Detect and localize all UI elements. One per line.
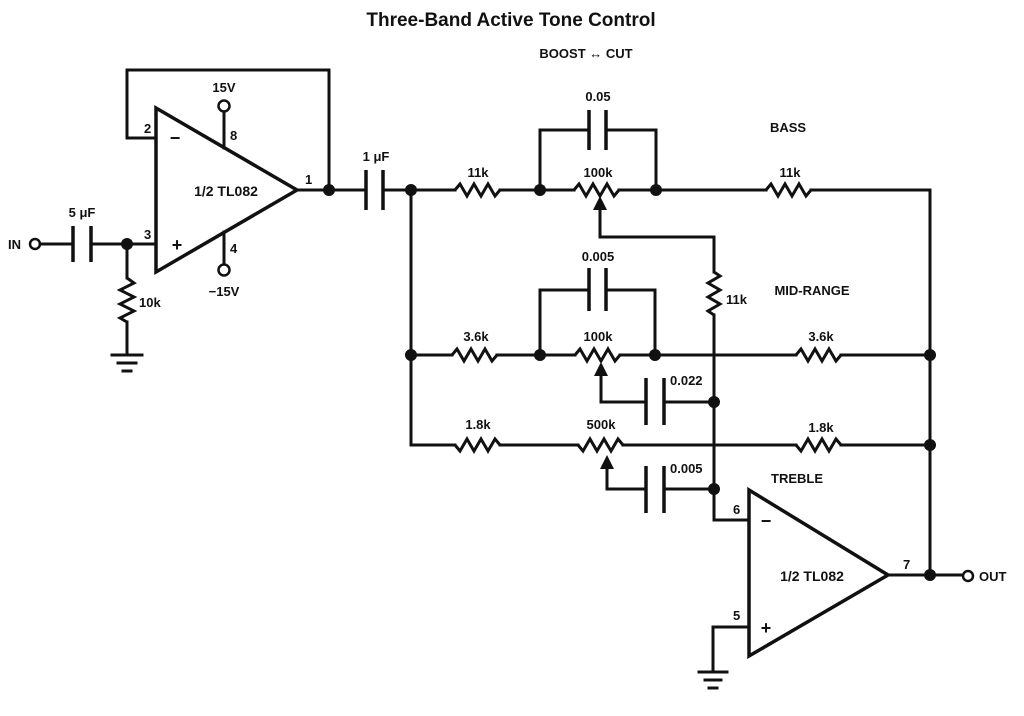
bass-label: BASS [770, 120, 806, 135]
treble-wiper-arrow[interactable] [600, 455, 614, 469]
pin-4-label: 4 [230, 241, 238, 256]
opamp-1-inv-sign: − [170, 128, 181, 148]
diagram-title: Three-Band Active Tone Control [366, 10, 655, 31]
bass-wiper-resistor [705, 270, 723, 317]
opamp-2-inv-sign: − [761, 511, 772, 531]
coupling-stage: 1 μF [363, 149, 457, 447]
mid-input-resistor [450, 346, 499, 364]
opamp-2-noninv-sign: + [761, 618, 772, 638]
opamp-2 [747, 486, 892, 660]
treble-label: TREBLE [771, 471, 823, 486]
mid-output-resistor [794, 346, 843, 364]
treble-branch: 1.8k 500k 0.005 1.8k [453, 417, 936, 513]
mid-input-resistor-label: 3.6k [463, 329, 489, 344]
mid-wiper-capacitor-label: 0.022 [670, 373, 703, 388]
treble-wiper-capacitor-label: 0.005 [670, 461, 703, 476]
mid-wiper-wire [599, 374, 648, 404]
summing-wire [712, 313, 750, 522]
mid-wiper-arrow[interactable] [594, 362, 608, 376]
junction-dot [708, 396, 720, 408]
left-rail [409, 188, 457, 447]
vplus-label: 15V [212, 80, 235, 95]
coupling-capacitor-label: 1 μF [363, 149, 390, 164]
junction-dot [708, 483, 720, 495]
opamp-2-label: 1/2 TL082 [780, 568, 844, 584]
ground-icon [697, 670, 729, 690]
wire [605, 288, 657, 357]
bass-wiper-arrow[interactable] [593, 196, 607, 210]
wire [538, 128, 590, 192]
bass-input-resistor-label: 11k [468, 165, 490, 180]
wire [538, 288, 590, 357]
pin-7-label: 7 [903, 557, 910, 572]
opamp-1-noninv-sign: + [172, 235, 183, 255]
right-rail [809, 188, 932, 578]
bass-wiper-resistor-label: 11k [726, 292, 748, 307]
vminus-label: −15V [209, 284, 240, 299]
bass-output-resistor [764, 181, 813, 199]
input-capacitor [71, 226, 93, 262]
output-terminal[interactable] [961, 569, 975, 583]
junction-dot [924, 349, 936, 361]
vplus-terminal[interactable] [217, 99, 231, 113]
wire [605, 128, 658, 192]
bass-wiper-wire [598, 208, 716, 274]
mid-output-resistor-label: 3.6k [808, 329, 834, 344]
input-capacitor-label: 5 μF [69, 205, 96, 220]
bass-capacitor-label: 0.05 [585, 89, 610, 104]
boost-cut-label: BOOST ↔ CUT [539, 46, 632, 61]
ground-icon [110, 353, 144, 373]
treble-wiper-wire [605, 467, 648, 491]
output-label: OUT [979, 569, 1007, 584]
pin-2-label: 2 [144, 121, 151, 136]
bias-resistor [116, 276, 138, 324]
pin-1-label: 1 [305, 172, 312, 187]
input-stage: IN 5 μF 10k 1/2 TL082 − + 2 3 1 8 4 [8, 68, 368, 373]
mid-potentiometer-label: 100k [584, 329, 614, 344]
feedback-wire [125, 68, 331, 192]
bass-branch: 11k 100k 0.05 11k 11k [453, 89, 932, 578]
output-stage: 1/2 TL082 − + 6 5 7 OUT [697, 486, 1007, 690]
mid-branch: 3.6k 100k 0.005 0.022 3.6k [450, 249, 936, 425]
wire [711, 625, 751, 674]
pin-8-label: 8 [230, 128, 237, 143]
mid-capacitor-label: 0.005 [582, 249, 615, 264]
mid-range-label: MID-RANGE [774, 283, 849, 298]
bass-potentiometer-label: 100k [584, 165, 614, 180]
input-label: IN [8, 237, 21, 252]
vminus-terminal[interactable] [217, 263, 231, 277]
treble-potentiometer-label: 500k [587, 417, 617, 432]
junction-dot [924, 569, 936, 581]
bass-potentiometer [572, 181, 621, 199]
junction-dot [924, 439, 936, 451]
opamp-1 [154, 104, 301, 276]
mid-potentiometer [573, 346, 622, 364]
treble-input-resistor-label: 1.8k [465, 417, 491, 432]
treble-input-resistor [453, 436, 502, 454]
opamp-1-label: 1/2 TL082 [194, 183, 258, 199]
junction-dot [323, 184, 335, 196]
treble-potentiometer [576, 436, 625, 454]
bass-input-resistor [453, 181, 502, 199]
pin-6-label: 6 [733, 502, 740, 517]
bias-resistor-label: 10k [139, 295, 161, 310]
pin-5-label: 5 [733, 608, 740, 623]
treble-output-resistor [794, 436, 843, 454]
bass-output-resistor-label: 11k [780, 165, 802, 180]
pin-3-label: 3 [144, 227, 151, 242]
treble-output-resistor-label: 1.8k [808, 420, 834, 435]
